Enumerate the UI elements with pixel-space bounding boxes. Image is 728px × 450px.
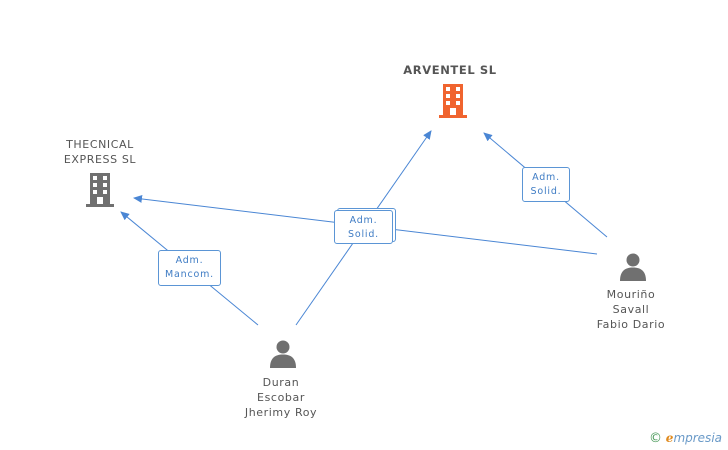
person-name-line2: Escobar [257, 391, 305, 404]
building-icon[interactable] [84, 172, 116, 212]
relation-badge-duran-thecnical[interactable]: Adm. Mancom. [158, 250, 221, 286]
relation-type: Solid. [348, 229, 379, 240]
relation-role: Adm. [175, 255, 204, 266]
relation-badge-duran-arventel[interactable]: Adm. Solid. [334, 210, 393, 244]
person-name-line3: Jherimy Roy [244, 406, 318, 419]
copyright-symbol: © [648, 431, 662, 446]
relation-type: Solid. [530, 186, 562, 197]
person-name-line1: Mouriño [606, 288, 656, 301]
empresia-watermark: © empresia [649, 431, 722, 446]
company-name-line2: EXPRESS SL [63, 153, 137, 166]
company-name-arventel[interactable]: ARVENTEL SL [403, 63, 497, 77]
brand-initial: e [665, 431, 674, 445]
person-name-mourino[interactable]: Mouriño Savall Fabio Dario [576, 287, 686, 332]
relation-type: Mancom. [165, 269, 214, 280]
relation-role: Adm. [532, 172, 560, 183]
person-name-duran[interactable]: Duran Escobar Jherimy Roy [226, 375, 336, 420]
company-name-thecnical[interactable]: THECNICAL EXPRESS SL [45, 137, 155, 167]
relation-role: Adm. [349, 215, 378, 226]
person-name-line1: Duran [262, 376, 300, 389]
building-icon[interactable] [437, 83, 469, 123]
person-icon[interactable] [268, 338, 298, 372]
brand-name: mpresia [673, 431, 722, 445]
person-icon[interactable] [618, 251, 648, 285]
company-name-line1: THECNICAL [66, 138, 134, 151]
person-name-line3: Fabio Dario [596, 318, 666, 331]
person-name-line2: Savall [612, 303, 650, 316]
relation-badge-mourino-arventel[interactable]: Adm. Solid. [522, 167, 570, 202]
